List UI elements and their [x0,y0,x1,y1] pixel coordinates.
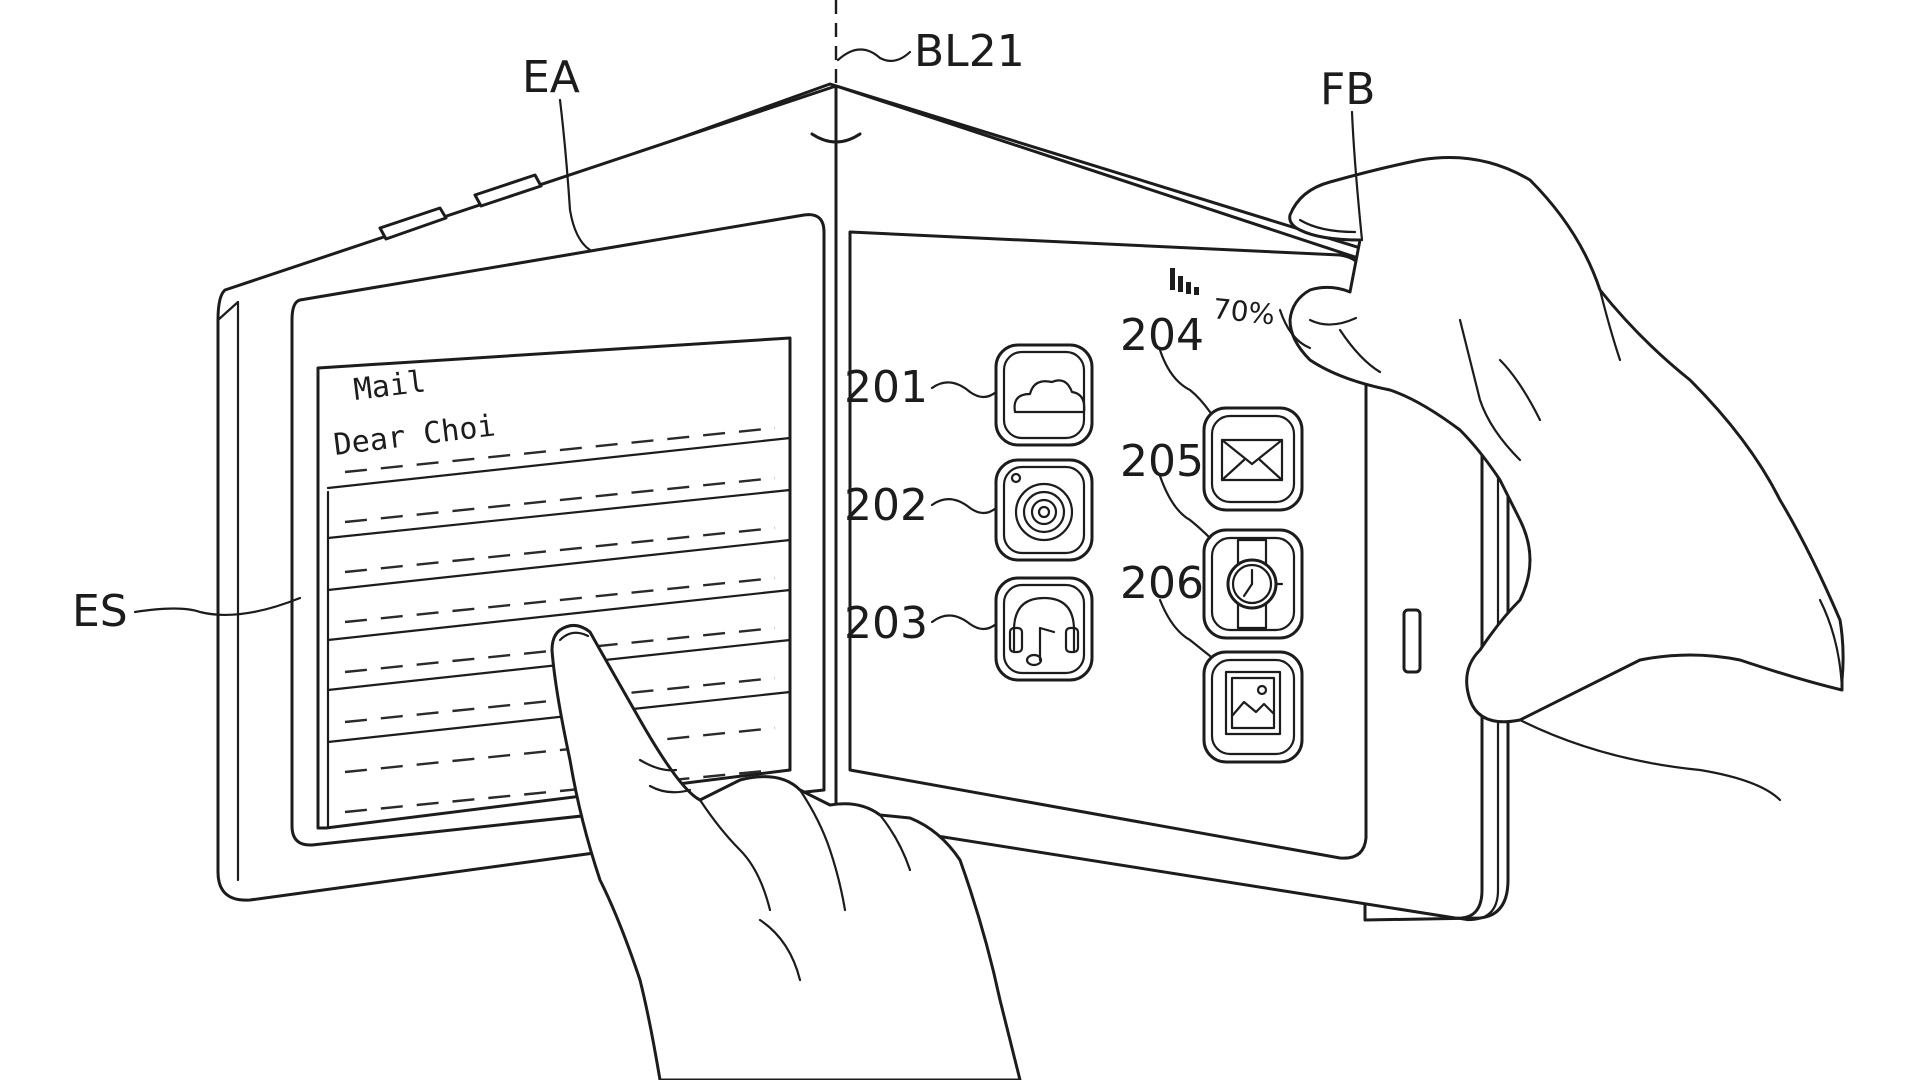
right-hand [1278,156,1845,802]
label-bl21: BL21 [914,26,1025,77]
headphones-music-icon [1008,596,1080,667]
picture-frame-icon [1224,670,1282,736]
cloud-icon [1013,379,1086,414]
label-203: 203 [844,598,928,649]
camera-lens-icon [1010,472,1074,542]
mail-title: Mail [352,364,428,408]
app-icon-204[interactable] [1202,406,1304,512]
left-screen: Mail Dear Choi [290,213,826,847]
app-icon-201[interactable] [994,343,1094,447]
volume-button-1 [378,206,448,241]
label-ea: EA [522,52,580,103]
label-205: 205 [1120,436,1204,487]
app-icon-205[interactable] [1202,528,1304,640]
right-screen: 70% [848,230,1368,860]
side-button [1402,608,1422,674]
label-fb: FB [1320,64,1376,115]
battery-level: 70% [1211,292,1276,331]
label-es: ES [72,586,128,637]
app-icon-202[interactable] [994,458,1094,562]
label-201: 201 [844,362,928,413]
envelope-icon [1220,438,1284,482]
label-206: 206 [1120,558,1204,609]
app-icon-203[interactable] [994,576,1094,682]
left-hand [550,624,1022,1080]
label-202: 202 [844,480,928,531]
watch-icon [1226,538,1284,630]
label-204: 204 [1120,310,1204,361]
leader-lines [133,48,1364,658]
volume-button-2 [473,173,543,208]
signal-bars-icon [1170,268,1199,295]
app-icon-206[interactable] [1202,650,1304,764]
